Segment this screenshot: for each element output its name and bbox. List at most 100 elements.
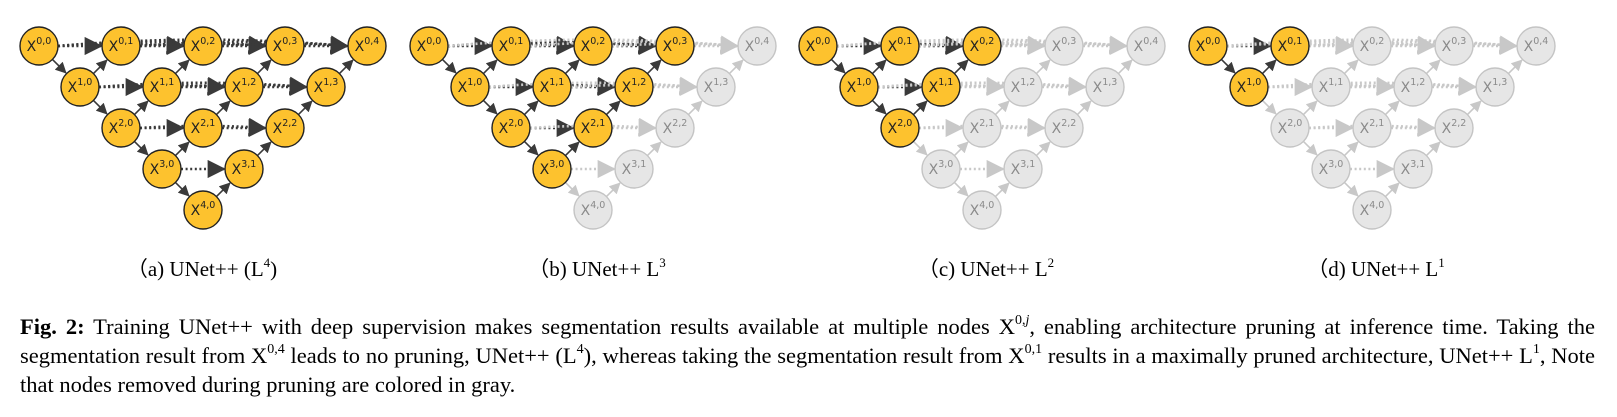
downsample-arrow: [830, 58, 846, 74]
node-x-0-1: X0,1: [1270, 26, 1310, 66]
upsample-arrow: [1261, 59, 1277, 75]
node-x-0-3: X0,3: [655, 26, 695, 66]
node-x-3-0: X3,0: [921, 149, 961, 189]
node-x-2-0: X2,0: [880, 108, 920, 148]
upsample-arrow: [646, 59, 662, 75]
upsample-arrow: [1384, 182, 1400, 198]
node-x-3-0: X3,0: [1311, 149, 1351, 189]
upsample-arrow: [174, 59, 190, 75]
upsample-arrow: [953, 141, 969, 157]
downsample-arrow: [92, 99, 108, 115]
node-x-1-1: X1,1: [921, 67, 961, 107]
skip-connection: [447, 35, 739, 54]
node-x-1-1: X1,1: [1311, 67, 1351, 107]
downsample-arrow: [1343, 181, 1359, 197]
node-x-0-1: X0,1: [101, 26, 141, 66]
upsample-arrow: [133, 100, 149, 116]
node-x-1-0: X1,0: [839, 67, 879, 107]
node-x-4-0: X4,0: [573, 190, 613, 230]
figure-caption: Fig. 2: Training UNet++ with deep superv…: [20, 313, 1595, 398]
node-x-2-1: X2,1: [962, 108, 1002, 148]
upsample-arrow: [297, 100, 313, 116]
upsample-arrow: [256, 141, 272, 157]
subcaption-d: （d) UNet++ L1: [1307, 255, 1445, 281]
node-x-0-0: X0,0: [798, 26, 838, 66]
node-x-0-1: X0,1: [491, 26, 531, 66]
upsample-arrow: [912, 100, 928, 116]
skip-connection: [836, 35, 1128, 54]
upsample-arrow: [564, 59, 580, 75]
downsample-arrow: [564, 181, 580, 197]
node-x-1-2: X1,2: [224, 67, 264, 107]
node-x-2-1: X2,1: [183, 108, 223, 148]
node-x-0-3: X0,3: [265, 26, 305, 66]
upsample-arrow: [687, 100, 703, 116]
downsample-arrow: [953, 181, 969, 197]
node-x-0-0: X0,0: [409, 26, 449, 66]
node-x-3-1: X3,1: [1003, 149, 1043, 189]
upsample-arrow: [728, 59, 744, 75]
upsample-arrow: [1302, 100, 1318, 116]
node-x-3-0: X3,0: [532, 149, 572, 189]
node-x-1-0: X1,0: [1229, 67, 1269, 107]
subcaption-a: （a) UNet++ (L4): [126, 255, 278, 281]
downsample-arrow: [1302, 140, 1318, 156]
upsample-arrow: [1466, 100, 1482, 116]
node-x-2-2: X2,2: [1434, 108, 1474, 148]
node-x-1-3: X1,3: [1085, 67, 1125, 107]
node-x-3-0: X3,0: [142, 149, 182, 189]
upsample-arrow: [1076, 100, 1092, 116]
node-x-1-1: X1,1: [532, 67, 572, 107]
node-x-2-0: X2,0: [491, 108, 531, 148]
downsample-arrow: [871, 99, 887, 115]
node-x-0-4: X0,4: [1126, 26, 1166, 66]
node-x-0-3: X0,3: [1434, 26, 1474, 66]
downsample-arrow: [912, 140, 928, 156]
node-x-0-4: X0,4: [1516, 26, 1556, 66]
upsample-arrow: [605, 182, 621, 198]
node-x-0-2: X0,2: [962, 26, 1002, 66]
upsample-arrow: [1425, 141, 1441, 157]
upsample-arrow: [174, 141, 190, 157]
node-x-1-3: X1,3: [696, 67, 736, 107]
figure-label: Fig. 2:: [20, 314, 85, 339]
node-x-4-0: X4,0: [183, 190, 223, 230]
upsample-arrow: [953, 59, 969, 75]
node-x-1-0: X1,0: [60, 67, 100, 107]
upsample-arrow: [871, 59, 887, 75]
upsample-arrow: [215, 100, 231, 116]
node-x-0-4: X0,4: [347, 26, 387, 66]
upsample-arrow: [605, 100, 621, 116]
node-x-4-0: X4,0: [1352, 190, 1392, 230]
node-x-2-0: X2,0: [1270, 108, 1310, 148]
node-x-1-0: X1,0: [450, 67, 490, 107]
upsample-arrow: [215, 182, 231, 198]
unet-pruning-diagrams: X0,0 X0,1 X0,2 X0,3 X0,4X1,0 X1,1 X1,2 X1,3X2,0…: [19, 26, 1556, 230]
skip-connection: [57, 35, 349, 54]
downsample-arrow: [523, 140, 539, 156]
node-x-1-3: X1,3: [1475, 67, 1515, 107]
downsample-arrow: [1220, 58, 1236, 74]
edges: [51, 35, 354, 198]
node-x-3-1: X3,1: [1393, 149, 1433, 189]
upsample-arrow: [1384, 100, 1400, 116]
node-x-2-1: X2,1: [1352, 108, 1392, 148]
downsample-arrow: [174, 181, 190, 197]
upsample-arrow: [1507, 59, 1523, 75]
node-x-0-1: X0,1: [880, 26, 920, 66]
downsample-arrow: [441, 58, 457, 74]
node-x-0-0: X0,0: [1188, 26, 1228, 66]
node-x-0-0: X0,0: [19, 26, 59, 66]
upsample-arrow: [256, 59, 272, 75]
upsample-arrow: [1343, 141, 1359, 157]
node-x-0-4: X0,4: [737, 26, 777, 66]
downsample-arrow: [133, 140, 149, 156]
node-x-0-3: X0,3: [1044, 26, 1084, 66]
upsample-arrow: [1343, 59, 1359, 75]
skip-connection: [1226, 35, 1518, 54]
